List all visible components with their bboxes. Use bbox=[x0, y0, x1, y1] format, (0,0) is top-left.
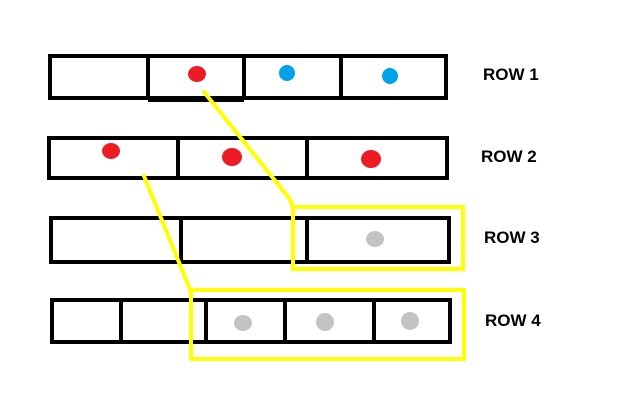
row-3-label: ROW 3 bbox=[484, 228, 540, 247]
row-3-strip bbox=[49, 216, 451, 264]
row-1-strip bbox=[48, 54, 448, 102]
row-4-cell-5-gray-dot bbox=[401, 312, 419, 330]
row-1-cell-3-blue-dot bbox=[279, 65, 295, 81]
row-2-label: ROW 2 bbox=[481, 147, 537, 166]
connector-row-1-to-row-3 bbox=[202, 90, 295, 209]
row-1-cell-2-red-dot bbox=[188, 66, 206, 82]
row-1-label: ROW 1 bbox=[483, 65, 539, 84]
row-3-highlight-box bbox=[291, 205, 465, 271]
row-3-cell-3-gray-dot bbox=[366, 231, 384, 247]
row-2-cell-1-red-dot bbox=[102, 143, 120, 159]
connector-row-2-to-row-4 bbox=[142, 174, 193, 294]
row-2-strip bbox=[47, 136, 449, 180]
row-4-cell-3-gray-dot bbox=[234, 315, 252, 331]
row-4-outline bbox=[50, 298, 452, 344]
row-2-cell-3-red-dot bbox=[361, 150, 381, 168]
row-2-outline bbox=[47, 136, 449, 180]
row-2-cell-2-red-dot bbox=[222, 148, 242, 166]
row-4-strip bbox=[50, 298, 452, 344]
row-1-outline bbox=[48, 54, 448, 100]
row-4-label: ROW 4 bbox=[485, 311, 541, 330]
row-4-highlight-box bbox=[189, 288, 466, 361]
row-1-cell-4-blue-dot bbox=[382, 68, 398, 84]
row-4-cell-4-gray-dot bbox=[316, 313, 334, 331]
row-3-outline bbox=[49, 216, 451, 264]
